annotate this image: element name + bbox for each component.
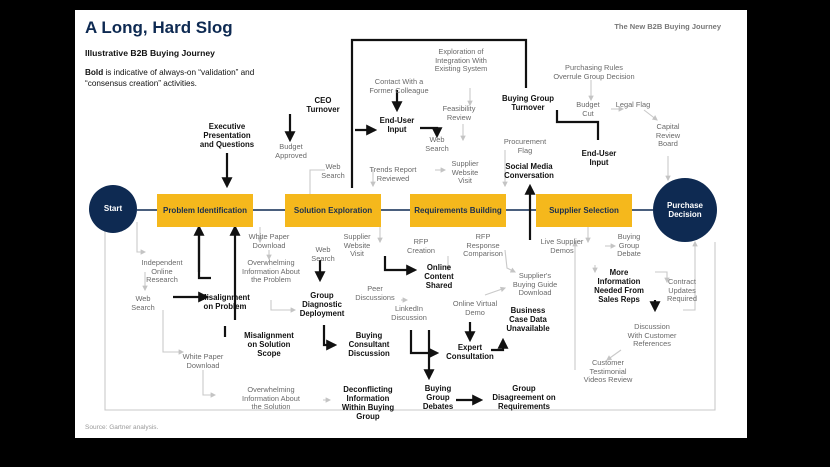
enduser2-to-turnover [555, 110, 600, 140]
diagram-canvas: A Long, Hard Slog Illustrative B2B Buyin… [75, 10, 747, 438]
node-exec: Executive Presentation and Questions [199, 122, 255, 149]
problem-to-misalign1 [197, 227, 211, 280]
node-bgturnover: Buying Group Turnover [502, 94, 554, 112]
stage-supplier-selection: Supplier Selection [536, 194, 632, 227]
node-bgdebate: Buying Group Debate [617, 232, 641, 259]
node-trends: Trends Report Reviewed [369, 165, 417, 183]
node-budgetcut: Budget Cut [576, 100, 600, 118]
stage-solution-exploration: Solution Exploration [285, 194, 381, 227]
legal-to-capital [643, 109, 658, 121]
page-subtitle: Illustrative B2B Buying Journey [85, 48, 215, 58]
node-peer: Peer Discussions [355, 284, 395, 302]
node-legal: Legal Flag [615, 100, 651, 109]
overwhelm-to-misalign [270, 300, 297, 313]
node-onlinedemo: Online Virtual Demo [452, 299, 498, 317]
node-guide: Supplier's Buying Guide Download [512, 271, 558, 298]
node-feasibility: Feasibility Review [442, 104, 476, 122]
node-capital: Capital Review Board [655, 122, 681, 149]
to-whitepaper2 [162, 310, 185, 355]
node-exploration: Exploration of Integration With Existing… [434, 47, 488, 74]
node-consultant: Buying Consultant Discussion [348, 331, 390, 358]
legend-note-bold: Bold [85, 68, 104, 77]
node-supplierweb1: Supplier Website Visit [451, 159, 479, 186]
start-to-research [136, 222, 147, 255]
brand-label: The New B2B Buying Journey [614, 22, 721, 31]
node-whitepaper2: White Paper Download [182, 352, 224, 370]
stage-requirements-building: Requirements Building [410, 194, 506, 227]
node-contract: Contract Updates Required [667, 277, 697, 304]
node-websearch1: Web Search [321, 162, 345, 180]
node-groupdisagree: Group Disagreement on Requirements [492, 384, 556, 411]
node-enduser1: End-User Input [379, 116, 415, 134]
websearch1-to-solution [370, 169, 376, 188]
node-overwhelm2: Overwhelming Information About the Solut… [242, 385, 300, 412]
node-rfpresponse: RFP Response Comparison [463, 232, 503, 259]
node-purchrules: Purchasing Rules Overrule Group Decision [553, 63, 635, 81]
node-bgdebates: Buying Group Debates [422, 384, 454, 411]
node-rfpcreation: RFP Creation [407, 237, 435, 255]
page-title: A Long, Hard Slog [85, 18, 233, 37]
source-note: Source: Gartner analysis. [85, 424, 159, 431]
outer-bottom-loop [104, 210, 716, 411]
websearch-to-onlinecontent [383, 256, 418, 276]
node-expert: Expert Consultation [446, 343, 494, 361]
references-to-testimonial [606, 349, 622, 361]
stage-problem-identification: Problem Identification [157, 194, 253, 227]
contract-to-decision [683, 240, 698, 311]
node-misalign2: Misalignment on Solution Scope [244, 331, 294, 358]
node-misalign1: Misalignment on Problem [200, 293, 250, 311]
node-overwhelm1: Overwhelming Information About the Probl… [242, 258, 300, 285]
solution-loop-to-turnover [350, 38, 528, 188]
to-contract [655, 271, 670, 284]
legend-note: Bold is indicative of always-on “validat… [85, 68, 265, 89]
node-social: Social Media Conversation [504, 162, 554, 180]
node-moreinfo: More Information Needed From Sales Reps [594, 268, 644, 304]
node-websearch3: Web Search [311, 245, 335, 263]
node-supplierweb2: Supplier Website Visit [343, 232, 371, 259]
node-contact: Contact With a Former Colleague [369, 77, 429, 95]
node-livedemos: Live Supplier Demos [540, 237, 584, 255]
node-groupdiag: Group Diagnostic Deployment [299, 291, 345, 318]
node-procurement: Procurement Flag [503, 137, 547, 155]
purchase-decision-node: Purchase Decision [653, 178, 717, 242]
node-websearch2: Web Search [425, 135, 449, 153]
connector-lines [104, 38, 716, 411]
expert-to-bizcase [491, 337, 509, 352]
node-enduser2: End-User Input [581, 149, 617, 167]
demo-to-guide [484, 286, 507, 296]
node-linkedin: LinkedIn Discussion [391, 304, 427, 322]
whitepaper2-to-overwhelm [202, 370, 217, 398]
node-whitepaper1: White Paper Download [248, 232, 290, 250]
diag-to-consultant [322, 325, 338, 351]
start-node: Start [89, 185, 137, 233]
node-budgetapp: Budget Approved [275, 142, 307, 160]
node-websearch4: Web Search [131, 294, 155, 312]
node-indresearch: Independent Online Research [141, 258, 183, 285]
node-testimonial: Customer Testimonial Videos Review [583, 358, 633, 385]
legend-note-text: is indicative of always-on “validation” … [85, 68, 255, 88]
node-ceo: CEO Turnover [306, 96, 340, 114]
linkedin-to-expert [409, 330, 440, 359]
node-deconflict: Deconflicting Information Within Buying … [341, 385, 395, 421]
node-onlinecontent: Online Content Shared [424, 263, 454, 290]
enduser1-to-websearch [420, 126, 443, 139]
node-customerref: Discussion With Customer References [627, 322, 677, 349]
rfp-to-guide [504, 249, 516, 273]
node-bizcase: Business Case Data Unavailable [506, 306, 550, 333]
